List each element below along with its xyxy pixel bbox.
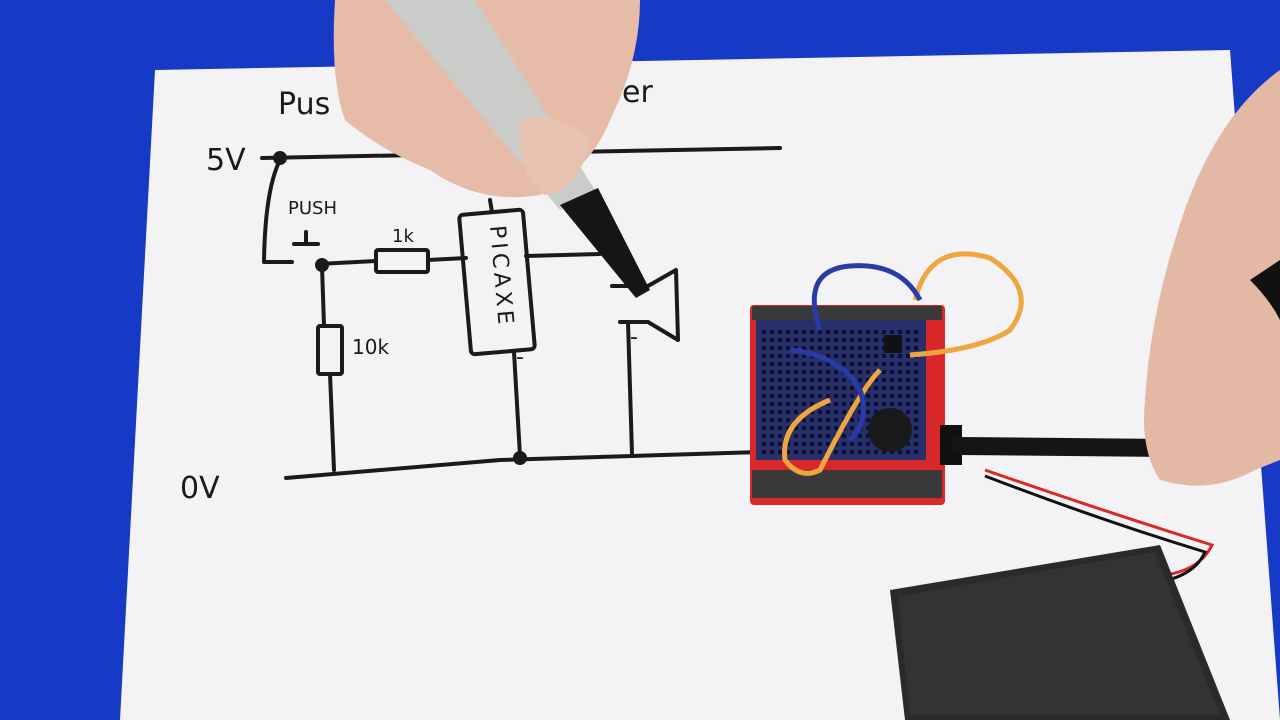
label-piezo-minus: - [630, 325, 638, 350]
power-jack [940, 425, 962, 465]
label-5v: 5V [206, 143, 246, 178]
chip-top-pin [488, 198, 494, 214]
label-title: Pus [278, 87, 330, 122]
project-board [750, 251, 1024, 505]
wire-1k-to-chip [426, 256, 468, 262]
blue-wire-2 [789, 347, 866, 442]
chip-gnd-wire [512, 350, 522, 458]
right-hand [1144, 70, 1280, 486]
paper-sheet [120, 50, 1280, 720]
wire-to-10k [320, 264, 326, 328]
left-hand [333, 0, 650, 298]
header-top [752, 306, 942, 320]
wire-to-1k [316, 259, 378, 266]
battery-wire-black [984, 474, 1208, 584]
piezo-gnd-wire [626, 320, 634, 456]
orange-wire-2 [782, 368, 882, 476]
rail-0v [284, 450, 762, 480]
orange-wire-1 [909, 251, 1024, 358]
label-0v: 0V [180, 471, 220, 506]
marker-tip [560, 188, 650, 298]
label-push: PUSH [288, 198, 337, 219]
battery-box [890, 545, 1230, 720]
piezo-buzzer [868, 408, 912, 452]
pushbutton [884, 335, 902, 353]
label-chip-minus: - [516, 345, 524, 370]
power-cable [951, 437, 1179, 457]
header-bottom [752, 470, 942, 498]
wire-10k-to-gnd [328, 372, 336, 472]
blue-wire-1 [811, 263, 923, 331]
battery-wire-red [984, 468, 1215, 577]
label-1k: 1k [392, 226, 414, 247]
circuit-schematic [260, 146, 782, 480]
label-10k: 10k [352, 335, 389, 359]
chip-output-wire [524, 252, 602, 258]
push-switch-wire [262, 158, 294, 264]
push-switch-symbol [292, 230, 320, 246]
label-title-end: er [622, 75, 653, 110]
